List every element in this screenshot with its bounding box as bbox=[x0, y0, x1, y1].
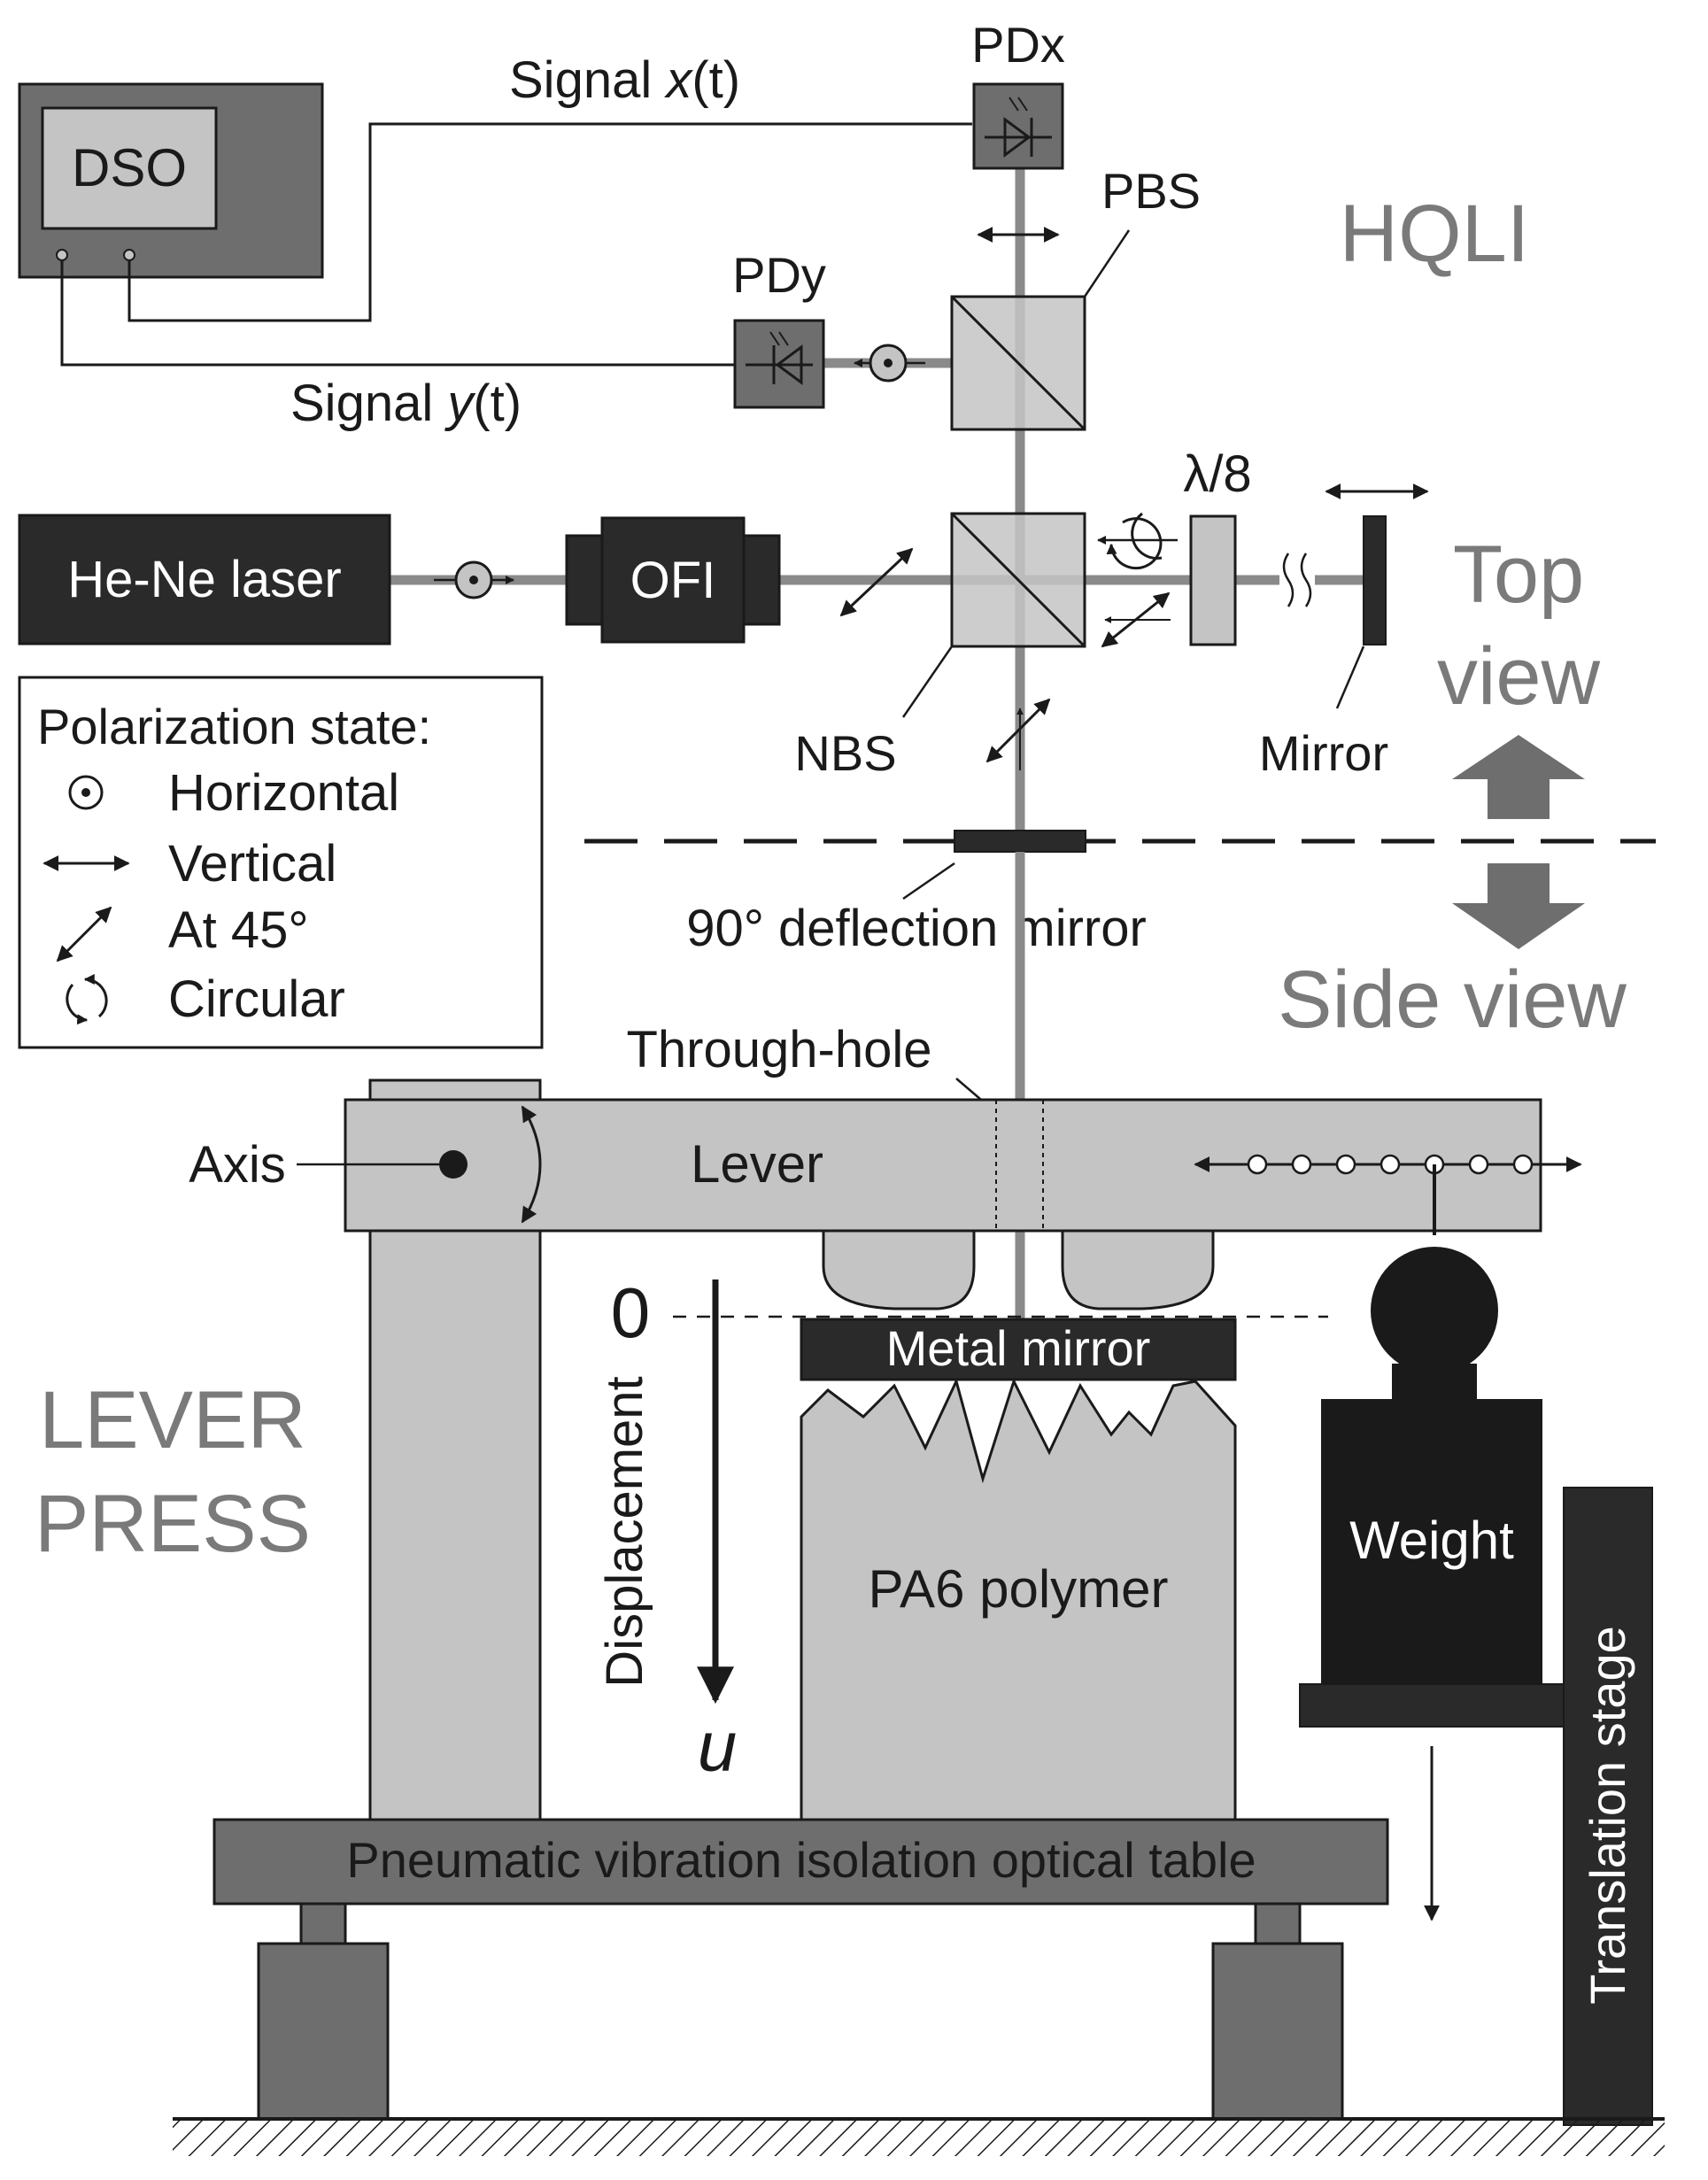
nbs-label: NBS bbox=[794, 725, 896, 781]
lever-pillar-cap bbox=[368, 1078, 542, 1102]
metal-mirror bbox=[800, 1318, 1237, 1381]
lever-contact-left bbox=[822, 1229, 976, 1310]
lever-axis bbox=[439, 1150, 468, 1179]
polarization-horizontal-pdy bbox=[854, 344, 925, 383]
table-leg-left-neck bbox=[299, 1902, 347, 1945]
ground-hatch bbox=[173, 2121, 1665, 2156]
hqli-label: HQLI bbox=[1340, 189, 1530, 279]
weight-body bbox=[1321, 1399, 1542, 1684]
polarization-legend: Polarization state: Horizontal Vertical … bbox=[18, 676, 544, 1049]
polarization-45-down bbox=[985, 698, 1051, 763]
u-label: u bbox=[698, 1707, 738, 1786]
polarization-horizontal-laser bbox=[434, 560, 514, 599]
signal-x-wire bbox=[128, 122, 972, 322]
lever-press-label-1: LEVER bbox=[39, 1375, 306, 1465]
pbs-leader bbox=[1083, 229, 1131, 298]
side-view-label: Side view bbox=[1278, 955, 1627, 1045]
mirror-label: Mirror bbox=[1259, 725, 1388, 781]
optical-faraday-isolator: OFI bbox=[565, 516, 781, 644]
side-view-arrow bbox=[1452, 863, 1585, 949]
pa6-polymer-sample bbox=[800, 1377, 1237, 1821]
polarizing-beam-splitter bbox=[950, 295, 1086, 431]
through-hole-label: Through-hole bbox=[627, 1021, 932, 1078]
top-view-arrow bbox=[1452, 735, 1585, 819]
signal-x-label: Signal x(t) bbox=[509, 51, 740, 109]
translation-stage-column bbox=[1563, 1487, 1653, 2126]
lever-label: Lever bbox=[691, 1134, 823, 1194]
signal-y-wire bbox=[60, 260, 735, 367]
weight-neck bbox=[1392, 1364, 1477, 1399]
dso-oscilloscope: DSO bbox=[18, 82, 324, 279]
deflection-mirror-label: 90° deflection mirror bbox=[686, 900, 1147, 957]
legend-item-horizontal: Horizontal bbox=[168, 764, 399, 822]
table-leg-right bbox=[1211, 1942, 1344, 2121]
table-leg-right-neck bbox=[1254, 1902, 1302, 1945]
photodiode-x bbox=[972, 82, 1064, 170]
lever-press-label-2: PRESS bbox=[35, 1479, 311, 1569]
translation-stage-label: Translation stage bbox=[1580, 1626, 1635, 2005]
pdy-label: PDy bbox=[732, 247, 826, 303]
translation-stage-platform bbox=[1299, 1683, 1566, 1728]
ofi-label: OFI bbox=[630, 552, 716, 609]
top-view-label-2: view bbox=[1437, 631, 1601, 722]
polarization-45-ofi bbox=[839, 547, 914, 617]
deflection-mirror-leader bbox=[902, 862, 955, 901]
optical-table bbox=[213, 1818, 1389, 1906]
legend-item-45: At 45° bbox=[168, 901, 309, 959]
quarter-wave-plate bbox=[1189, 514, 1237, 646]
metal-mirror-label: Metal mirror bbox=[886, 1320, 1151, 1376]
axis-label: Axis bbox=[189, 1136, 286, 1194]
photodiode-y bbox=[733, 319, 825, 409]
legend-horizontal-symbol bbox=[68, 775, 104, 810]
legend-title: Polarization state: bbox=[37, 699, 431, 754]
weight-label: Weight bbox=[1349, 1511, 1514, 1570]
dso-port-2 bbox=[123, 249, 135, 261]
pdx-label: PDx bbox=[971, 17, 1065, 73]
signal-y-label: Signal y(t) bbox=[290, 375, 522, 432]
legend-item-vertical: Vertical bbox=[168, 835, 336, 893]
pbs-label: PBS bbox=[1101, 163, 1201, 219]
optical-table-label: Pneumatic vibration isolation optical ta… bbox=[346, 1832, 1256, 1888]
mirror-leader bbox=[1335, 645, 1365, 709]
dso-port-1 bbox=[56, 249, 68, 261]
laser-label: He-Ne laser bbox=[67, 551, 341, 608]
lever-pillar bbox=[368, 1229, 542, 1821]
legend-circular-symbol bbox=[66, 973, 108, 1025]
non-polarizing-beam-splitter bbox=[950, 512, 1086, 648]
polymer-label: PA6 polymer bbox=[868, 1559, 1168, 1619]
dso-label: DSO bbox=[72, 138, 187, 197]
weight-ball bbox=[1371, 1247, 1498, 1374]
legend-item-circular: Circular bbox=[168, 970, 345, 1028]
reference-mirror bbox=[1363, 515, 1387, 645]
lever-contact-right bbox=[1061, 1229, 1215, 1310]
zero-label: 0 bbox=[611, 1273, 651, 1352]
top-view-label-1: Top bbox=[1453, 530, 1584, 620]
he-ne-laser: He-Ne laser bbox=[18, 514, 391, 645]
polarization-circular-marker bbox=[1097, 512, 1178, 570]
lever-rotation-arrow bbox=[521, 1105, 542, 1224]
displacement-label: Displacement bbox=[596, 1376, 653, 1687]
nbs-leader bbox=[901, 645, 954, 718]
weight-position-markers bbox=[1247, 1154, 1534, 1175]
lambda8-label: λ/8 bbox=[1183, 445, 1251, 503]
table-leg-left bbox=[257, 1942, 390, 2121]
deflection-mirror bbox=[954, 830, 1086, 853]
legend-45-symbol bbox=[56, 906, 112, 962]
beam-break-symbol bbox=[1279, 553, 1315, 607]
